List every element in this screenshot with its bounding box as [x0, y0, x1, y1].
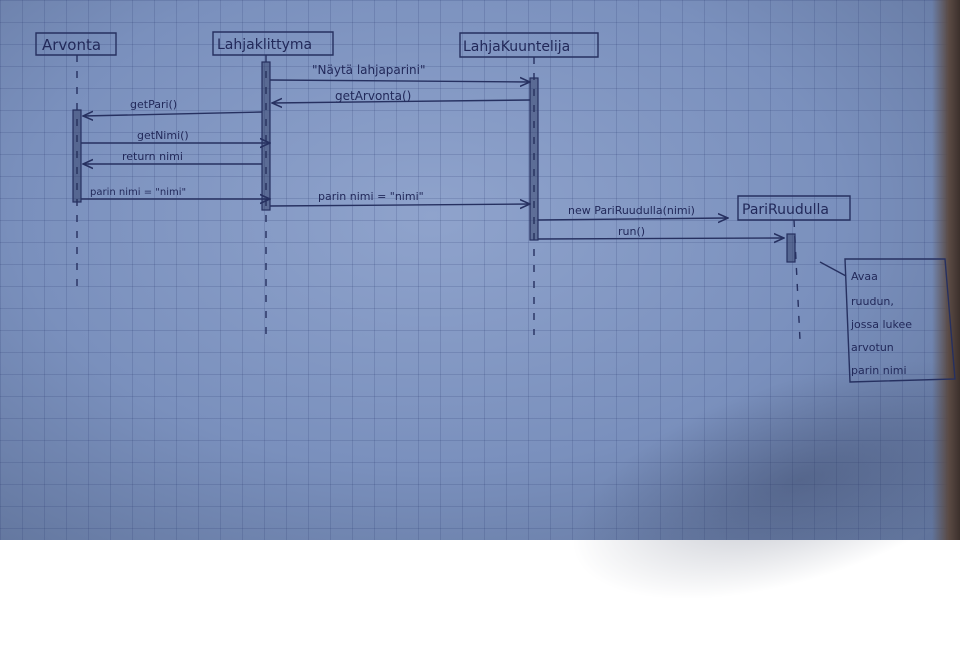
lifeline-label-lahjakuuntelija: LahjaKuuntelija [463, 39, 570, 55]
activation-bar-arvonta [72, 109, 82, 203]
sequence-diagram: Arvonta Lahjaklittyma LahjaKuuntelija Pa… [35, 31, 956, 383]
lifeline-label-lahjaklittyma: Lahjaklittyma [217, 37, 312, 53]
activation-bar-lahjakuuntelija [529, 77, 539, 241]
message-label: "Näytä lahjaparini" [312, 63, 426, 77]
message-label: getNimi() [137, 129, 189, 142]
lifeline-head-lahjaklittyma: Lahjaklittyma [212, 31, 334, 56]
message-parin-nimi-1: parin nimi = "nimi" [81, 187, 270, 199]
message-label: getPari() [130, 98, 177, 111]
note-line: jossa lukee [850, 318, 912, 331]
lifeline-head-arvonta: Arvonta [35, 32, 117, 56]
activation-bar-lahjaklittyma [261, 61, 271, 211]
note-box: Avaa ruudun, jossa lukee arvotun parin n… [819, 258, 956, 383]
note-line: parin nimi [851, 364, 907, 377]
lifeline-head-pariruudulla: PariRuudulla [737, 195, 851, 221]
message-label: new PariRuudulla(nimi) [568, 204, 695, 217]
message-label: run() [618, 225, 645, 238]
message-get-arvonta: getArvonta() [272, 89, 531, 103]
lifeline-head-lahjakuuntelija: LahjaKuuntelija [459, 32, 599, 58]
graph-paper-background [0, 0, 960, 540]
note-line: ruudun, [851, 295, 894, 308]
message-return-nimi: return nimi [83, 150, 262, 164]
message-label: return nimi [122, 150, 183, 163]
message-label: parin nimi = "nimi" [318, 190, 424, 203]
message-run: run() [537, 225, 784, 239]
note-line: Avaa [851, 270, 878, 283]
note-line: arvotun [851, 341, 894, 354]
activation-bar-pariruudulla [786, 233, 796, 263]
message-label: getArvonta() [335, 89, 411, 103]
message-get-nimi: getNimi() [81, 129, 270, 143]
message-label: parin nimi = "nimi" [90, 187, 186, 198]
lifeline-label-pariruudulla: PariRuudulla [742, 202, 829, 218]
message-nayta-lahjaparini: "Näytä lahjaparini" [269, 63, 530, 82]
message-parin-nimi-2: parin nimi = "nimi" [269, 190, 530, 206]
message-new-pariruudulla: new PariRuudulla(nimi) [537, 204, 728, 220]
message-get-pari: getPari() [83, 98, 263, 116]
lifeline-label-arvonta: Arvonta [42, 36, 101, 54]
